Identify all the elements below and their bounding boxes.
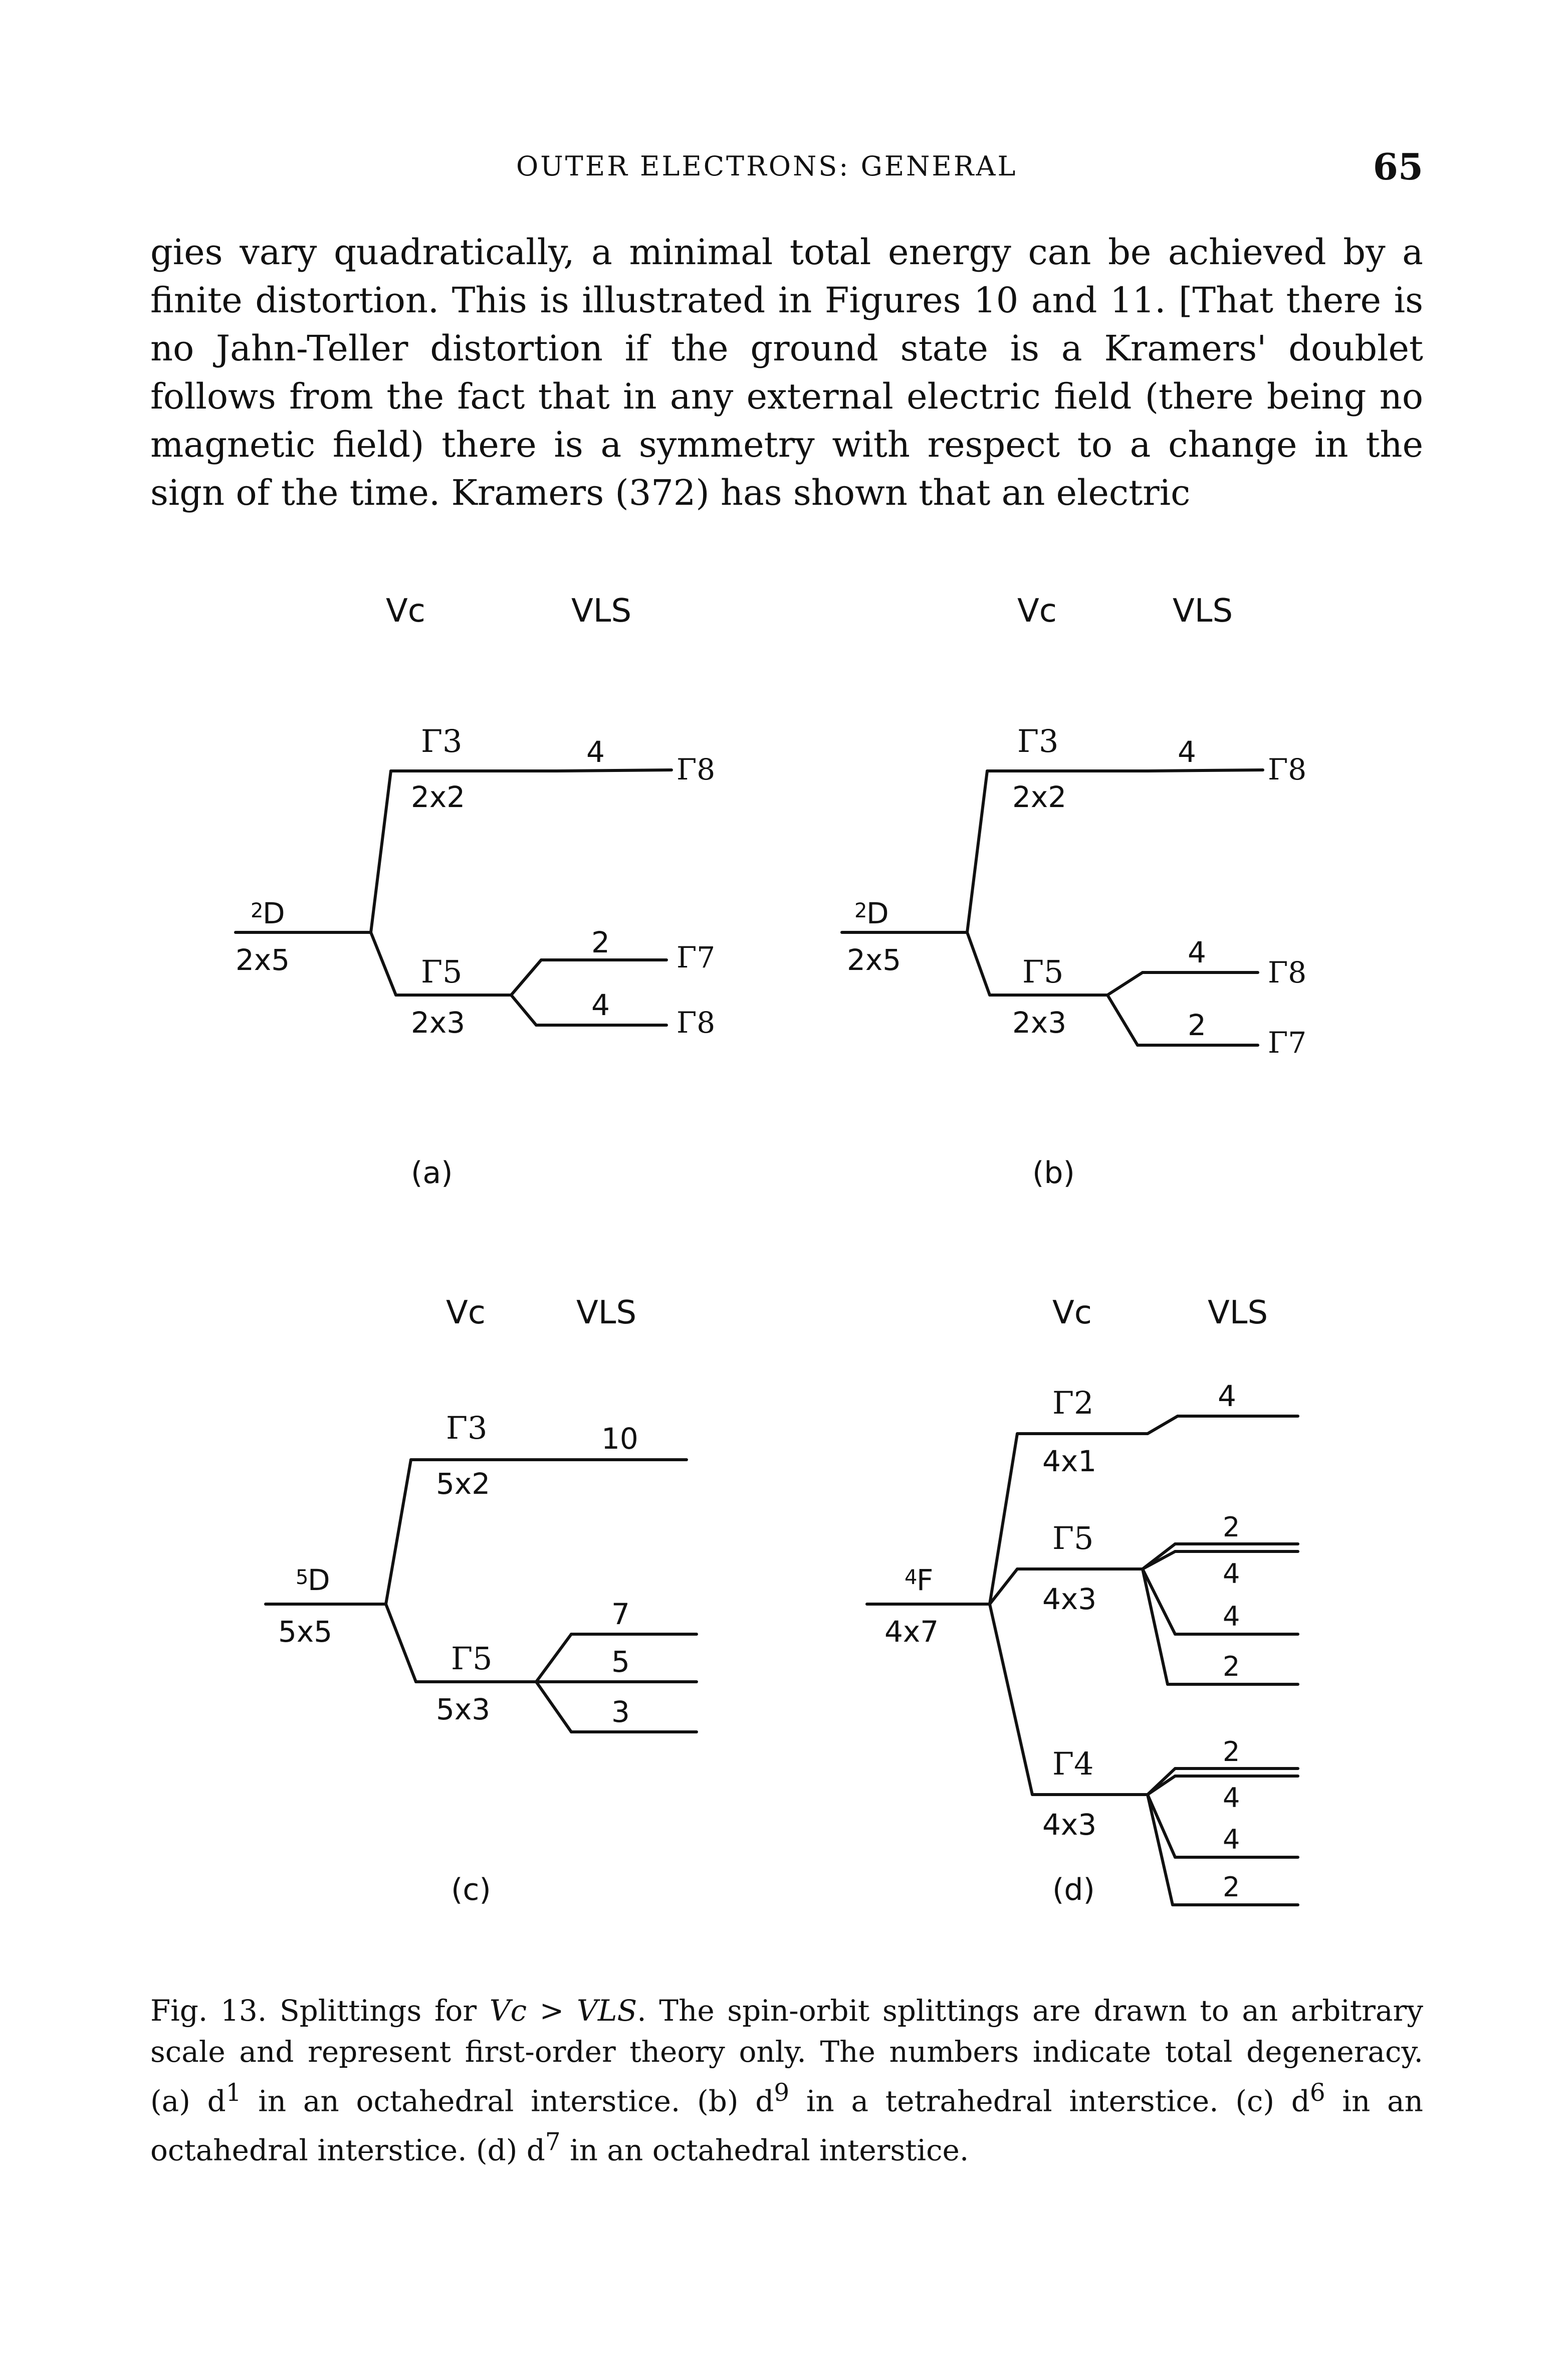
panel-d-label: (d) [1052,1872,1095,1907]
figure-caption: Fig. 13. Splittings for Vc > VLS. The sp… [150,1990,1423,2171]
panel-b-term-degeneracy: 2x5 [847,943,901,977]
panel-a-lower-gamma: Γ5 [421,953,462,990]
panel-b-split-num: 4 [1178,735,1196,769]
caption-vls: VLS [577,1994,637,2028]
caption-vc: Vc [489,1994,527,2028]
caption-superscript: 7 [545,2128,561,2156]
panel-d-gamma4: Γ4 [1052,1745,1093,1782]
page-header: OUTER ELECTRONS: GENERAL 65 [150,145,1423,190]
panel-b-split-gamma: Γ7 [1268,1026,1306,1060]
panel-a-vc-label: Vc [386,593,425,630]
panel-a-split-num: 4 [586,735,605,769]
panel-c-upper-gamma: Γ3 [446,1410,487,1446]
panel-b-vls-label: VLS [1173,593,1233,630]
panel-b-term-letter: D [866,896,889,930]
panel-a-split-gamma: Γ8 [677,752,715,787]
panel-c-split-num: 7 [611,1597,630,1631]
panel-d-split-num: 4 [1223,1601,1240,1632]
caption-text: . The spin-orbit splittings are drawn to… [150,1994,1424,2118]
panel-a-term-sup: 2 [251,899,263,922]
figure-13: Vc VLS Vc VLS Vc VLS Vc VLS 2 D 2x5 Γ3 2… [0,551,1568,1930]
body-paragraph: gies vary quadratically, a minimal total… [150,232,1423,513]
caption-superscript: 1 [226,2079,242,2107]
panel-c-lower-degeneracy: 5x3 [436,1692,490,1726]
panel-b-lines [840,768,1264,1047]
panel-b-split-gamma: Γ8 [1268,955,1306,990]
panel-c-split-num: 5 [611,1645,630,1679]
panel-b-split-num: 2 [1188,1008,1206,1042]
panel-d-gamma2-degeneracy: 4x1 [1042,1444,1096,1478]
panel-b-term-sup: 2 [854,899,867,922]
caption-superscript: 9 [774,2079,790,2107]
panel-a-lines [234,768,673,1027]
panel-d-term-degeneracy: 4x7 [884,1615,939,1649]
panel-a-split-gamma: Γ7 [677,940,715,974]
panel-b-vc-label: Vc [1017,593,1057,630]
panel-a-upper-gamma: Γ3 [421,723,462,759]
caption-text: in an octahedral interstice. [560,2133,969,2168]
panel-d-split-num: 4 [1223,1558,1240,1590]
caption-superscript: 6 [1309,2079,1325,2107]
panel-c-upper-degeneracy: 5x2 [436,1467,490,1501]
panel-a-term-degeneracy: 2x5 [236,943,290,977]
panel-c-vls-label: VLS [576,1294,636,1331]
panel-b-upper-gamma: Γ3 [1017,723,1058,759]
panel-d-term-sup: 4 [905,1566,917,1589]
running-head: OUTER ELECTRONS: GENERAL [516,150,1018,182]
panel-d-gamma4-degeneracy: 4x3 [1042,1808,1096,1842]
panel-b-lower-degeneracy: 2x3 [1012,1006,1066,1040]
panel-a-split-gamma: Γ8 [677,1006,715,1040]
panel-a-split-num: 2 [591,925,610,959]
panel-d-split-num: 2 [1223,1871,1240,1903]
caption-text: in a tetrahedral interstice. (c) d [789,2084,1310,2118]
page-number: 65 [1373,145,1423,188]
energy-level-diagrams: Vc VLS Vc VLS Vc VLS Vc VLS 2 D 2x5 Γ3 2… [234,593,1306,1907]
caption-text: > [527,1994,577,2028]
panel-d-split-num: 2 [1223,1736,1240,1768]
panel-c-vc-label: Vc [446,1294,486,1331]
panel-d-split-num: 4 [1223,1824,1240,1855]
panel-a-vls-label: VLS [571,593,631,630]
caption-text: in an octahedral interstice. (d) d [150,2084,1423,2168]
panel-c-split-num: 10 [601,1422,638,1456]
panel-a-split-num: 4 [591,988,610,1022]
panel-c-term-letter: D [308,1563,330,1597]
panel-c-label: (c) [451,1872,491,1907]
panel-d-split-num: 2 [1223,1511,1240,1543]
panel-b-split-gamma: Γ8 [1268,752,1306,787]
panel-c-lines [264,1458,698,1733]
panel-d-term-letter: F [917,1563,933,1597]
panel-b-upper-degeneracy: 2x2 [1012,780,1066,814]
panel-c-split-num: 3 [611,1695,630,1729]
panel-a-label: (a) [411,1155,453,1191]
panel-a-upper-degeneracy: 2x2 [411,780,465,814]
panel-b-lower-gamma: Γ5 [1022,953,1063,990]
panel-d-vls-label: VLS [1208,1294,1268,1331]
panel-d-gamma2: Γ2 [1052,1385,1093,1421]
panel-d-split-num: 2 [1223,1651,1240,1682]
caption-figure-label: Fig. 13. [150,1994,267,2028]
panel-a-term-letter: D [263,896,285,930]
caption-text: in an octahedral interstice. (b) d [241,2084,774,2118]
panel-d-lines [865,1415,1299,1906]
panel-d-split-num: 4 [1223,1782,1240,1814]
caption-text: Splittings for [279,1994,490,2028]
panel-c-term-sup: 5 [296,1566,308,1589]
panel-d-gamma5: Γ5 [1052,1520,1093,1556]
panel-d-split-num: 4 [1218,1379,1236,1413]
panel-d-vc-label: Vc [1052,1294,1092,1331]
panel-b-split-num: 4 [1188,935,1206,969]
panel-a-lower-degeneracy: 2x3 [411,1006,465,1040]
panel-c-lower-gamma: Γ5 [451,1640,492,1677]
panel-d-gamma5-degeneracy: 4x3 [1042,1582,1096,1616]
panel-b-label: (b) [1032,1155,1075,1191]
panel-c-term-degeneracy: 5x5 [278,1615,332,1649]
